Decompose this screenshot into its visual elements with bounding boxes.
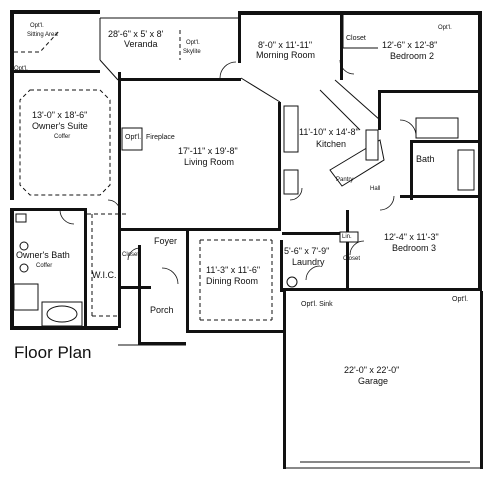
living-room-label: Living Room: [184, 157, 234, 167]
wic-label: W.I.C.: [92, 270, 117, 280]
optl-garage-label: Opt'l.: [452, 296, 468, 303]
door-swings: [59, 59, 417, 285]
linen-label: Lin.: [342, 234, 352, 240]
garage-label: Garage: [358, 376, 388, 386]
kitchen-dims: 11'-10" x 14'-8": [299, 127, 359, 137]
optl-top-right-label: Opt'l.: [438, 25, 452, 31]
exterior-walls: [10, 10, 483, 469]
sitting-area-label-2: Sitting Area: [27, 32, 58, 38]
hall-label: Hall: [370, 186, 380, 192]
laundry-label: Laundry: [292, 257, 325, 267]
morning-room-dims: 8'-0" x 11'-11": [258, 40, 312, 50]
owners-suite-coffer: Coffer: [54, 134, 70, 140]
floor-plan-title: Floor Plan: [14, 343, 91, 362]
kitchen-label: Kitchen: [316, 139, 346, 149]
bedroom2-dims: 12'-6" x 12'-8": [382, 40, 437, 50]
fireplace-label-2: Fireplace: [146, 134, 175, 141]
living-room-dims: 17'-11" x 19'-8": [178, 146, 238, 156]
fireplace-label: Opt'l.: [125, 134, 141, 141]
owners-bath-label: Owner's Bath: [16, 250, 70, 260]
porch-label: Porch: [150, 305, 174, 315]
fixtures: [13, 105, 475, 327]
skylite-label: Opt'l.: [186, 40, 200, 46]
skylite-label-2: Skylite: [183, 49, 201, 55]
closet-top-label: Closet: [346, 35, 366, 42]
foyer-label: Foyer: [154, 236, 177, 246]
dining-room-dims: 11'-3" x 11'-6": [206, 265, 260, 275]
closet-bed3-label: Closet: [343, 256, 360, 262]
bath-label: Bath: [416, 154, 435, 164]
dining-room-label: Dining Room: [206, 276, 258, 286]
bedroom2-label: Bedroom 2: [390, 51, 434, 61]
pantry-label: Pantry: [336, 177, 353, 183]
owners-suite-dims: 13'-0" x 18'-6": [32, 110, 87, 120]
closet-foyer-label: Closet: [122, 252, 139, 258]
owners-bath-coffer: Coffer: [36, 263, 52, 269]
optl-left-label: Opt'l.: [14, 66, 28, 72]
owners-suite-label: Owner's Suite: [32, 121, 88, 131]
veranda-dims: 28'-6" x 5' x 8': [108, 29, 164, 39]
interior-walls: [14, 15, 480, 345]
bedroom3-dims: 12'-4" x 11'-3": [384, 232, 439, 242]
veranda-label: Veranda: [124, 39, 158, 49]
morning-room-label: Morning Room: [256, 50, 315, 60]
laundry-dims: 5'-6" x 7'-9": [284, 246, 329, 256]
bedroom3-label: Bedroom 3: [392, 243, 436, 253]
garage-dims: 22'-0" x 22'-0": [344, 365, 399, 375]
sitting-area-label: Opt'l.: [30, 23, 44, 29]
coffer-outlines: [14, 29, 181, 196]
optl-sink-label: Opt'l. Sink: [301, 301, 333, 308]
room-labels: Opt'l. Sitting Area 28'-6" x 5' x 8' Ver…: [14, 23, 468, 386]
